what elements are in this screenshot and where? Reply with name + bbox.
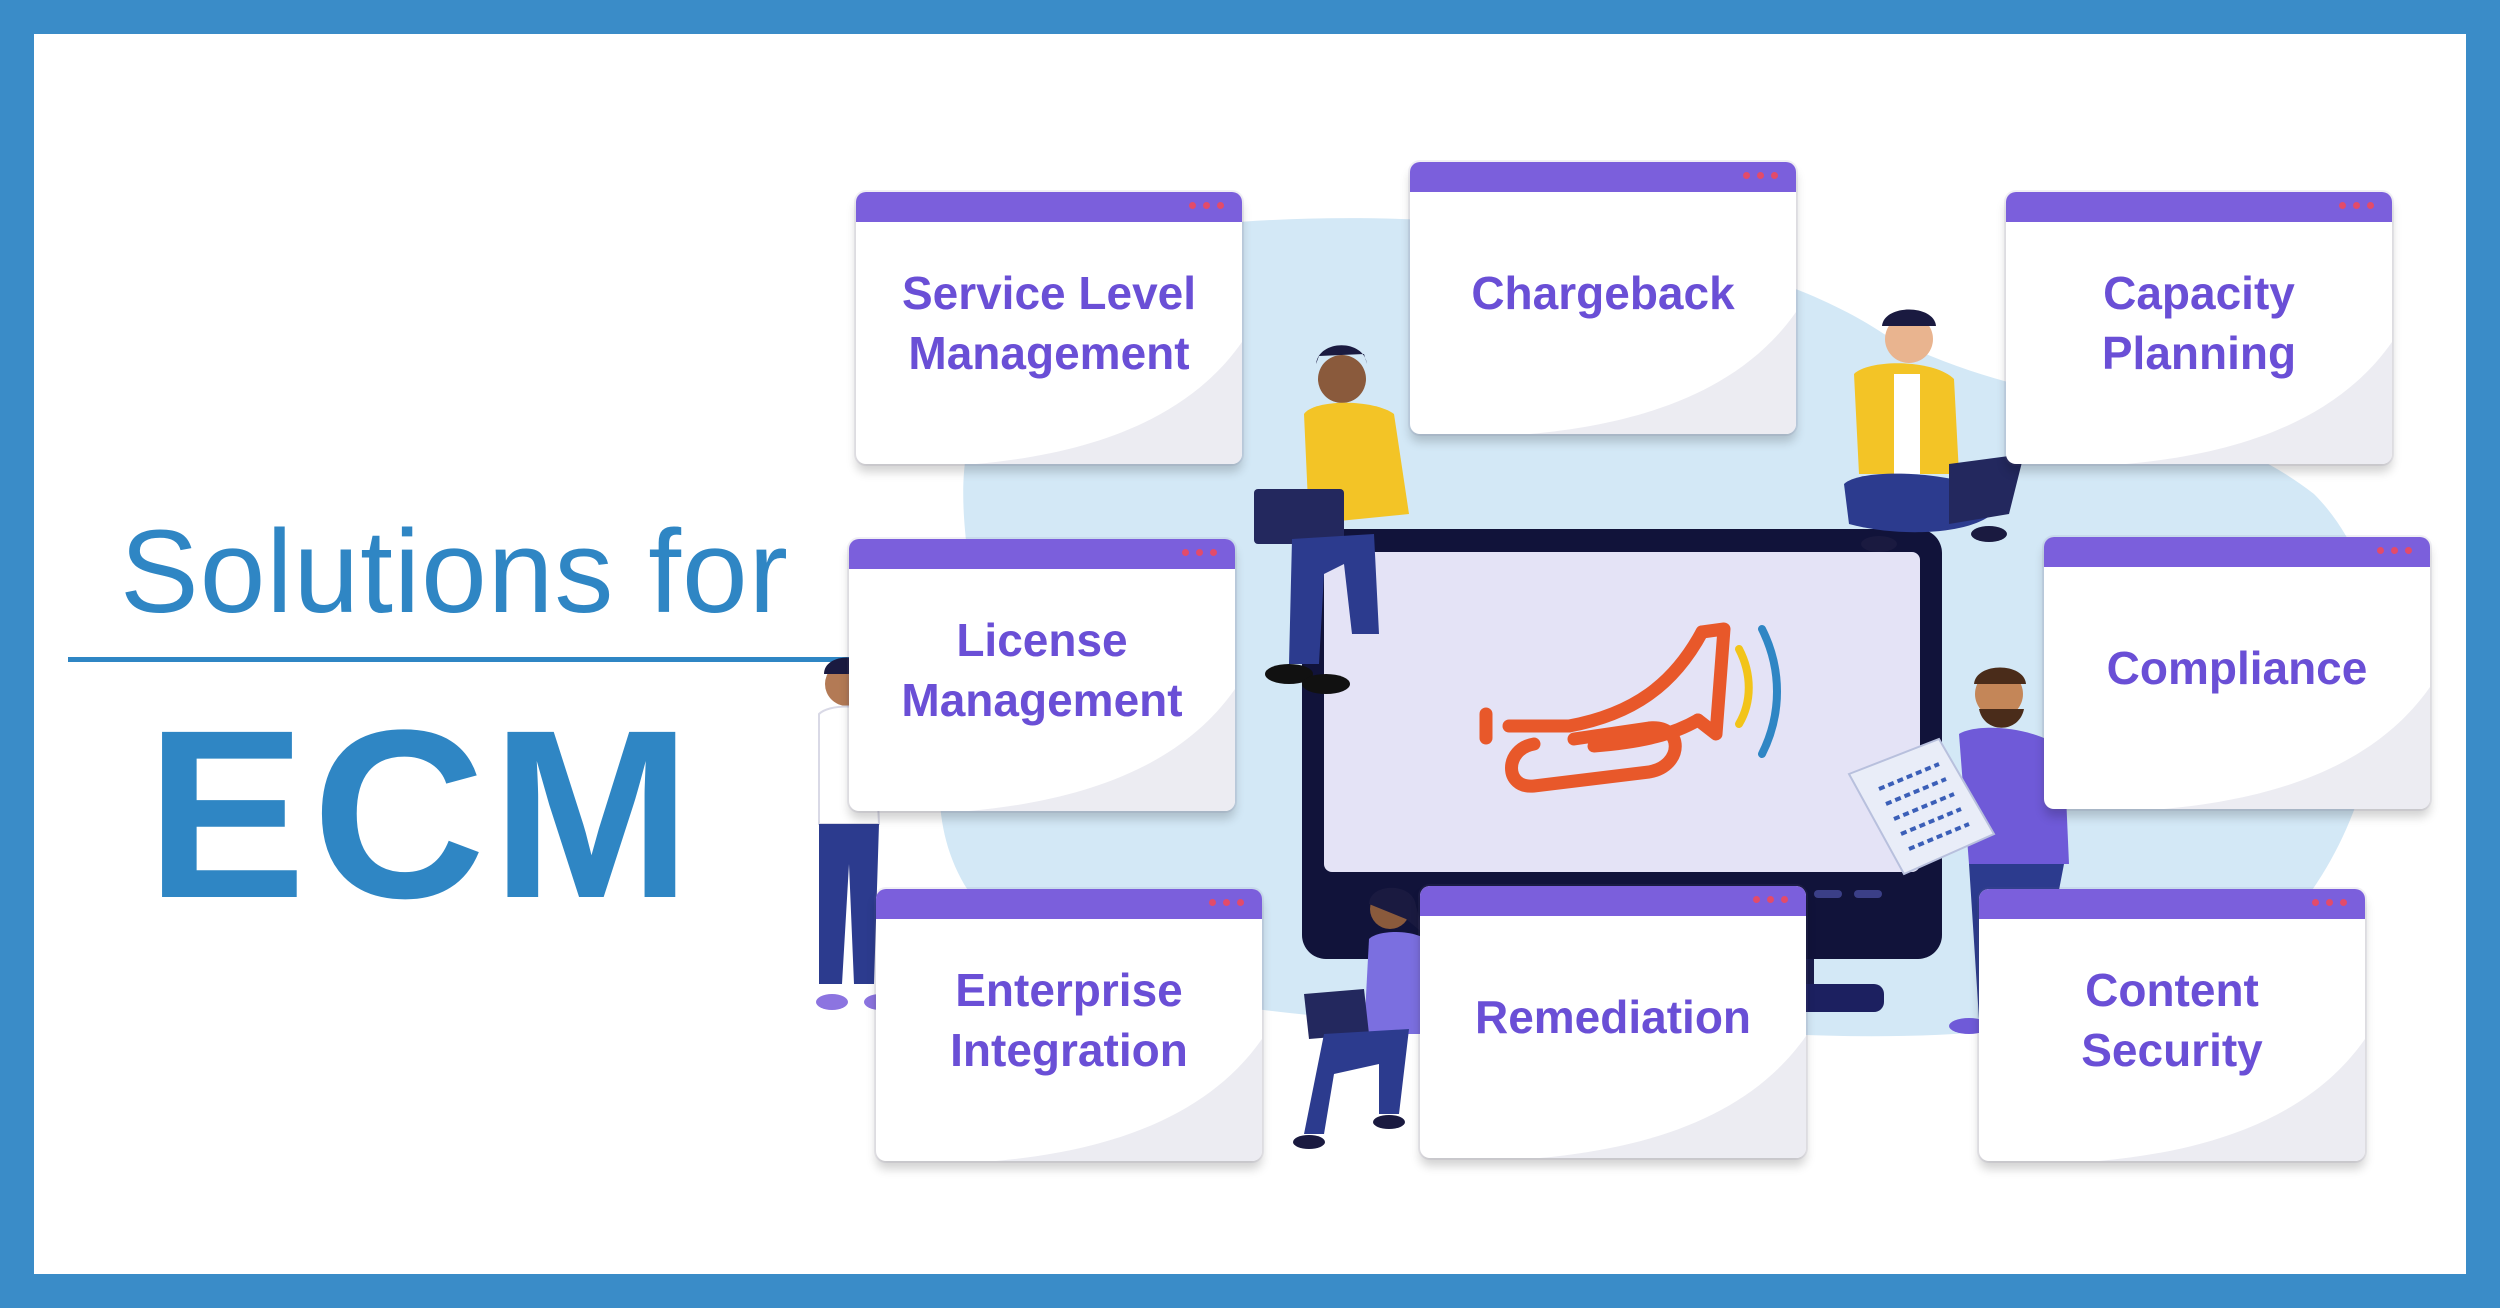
person-crosslegged-laptop [1844, 309, 2024, 552]
card-title-bar [876, 889, 1262, 919]
card-label: Enterprise Integration [950, 964, 1188, 1076]
page-curl-icon [2126, 342, 2392, 464]
card-title-bar [1420, 886, 1806, 916]
card-title-bar [856, 192, 1242, 222]
card-title-bar [1979, 889, 2365, 919]
card-content-security: Content Security [1979, 889, 2365, 1161]
card-compliance: Compliance [2044, 537, 2430, 809]
card-label: Capacity Planning [2101, 267, 2297, 379]
page-curl-icon [976, 342, 1242, 464]
page-curl-icon [1540, 1036, 1806, 1158]
window-dots-icon [2377, 547, 2412, 554]
card-remediation: Remediation [1420, 886, 1806, 1158]
window-dots-icon [1182, 549, 1217, 556]
card-title-bar [2044, 537, 2430, 567]
window-dots-icon [2312, 899, 2347, 906]
page-curl-icon [2164, 687, 2430, 809]
person-sitting-laptop [1254, 345, 1409, 694]
person-sitting-bottom-laptop [1293, 887, 1432, 1149]
window-dots-icon [1753, 896, 1788, 903]
card-title-bar [849, 539, 1235, 569]
card-label: Chargeback [1471, 267, 1735, 319]
page-curl-icon [996, 1039, 1262, 1161]
card-capacity-planning: Capacity Planning [2006, 192, 2392, 464]
window-dots-icon [1743, 172, 1778, 179]
card-label: License Management [901, 614, 1183, 726]
card-service-level-management: Service Level Management [856, 192, 1242, 464]
title-solutions-for: Solutions for [120, 506, 789, 638]
card-chargeback: Chargeback [1410, 162, 1796, 434]
card-label: Content Security [2081, 964, 2263, 1076]
page-curl-icon [969, 689, 1235, 811]
title-ecm: ECM [146, 680, 698, 948]
title-divider [68, 657, 888, 662]
window-dots-icon [2339, 202, 2374, 209]
page-curl-icon [1530, 312, 1796, 434]
card-label: Compliance [2106, 642, 2368, 694]
card-title-bar [2006, 192, 2392, 222]
bugle-icon [1479, 622, 1781, 793]
page-curl-icon [2099, 1039, 2365, 1161]
card-label: Service Level Management [901, 267, 1197, 379]
card-title-bar [1410, 162, 1796, 192]
card-label: Remediation [1474, 991, 1752, 1043]
window-dots-icon [1209, 899, 1244, 906]
window-dots-icon [1189, 202, 1224, 209]
card-license-management: License Management [849, 539, 1235, 811]
card-enterprise-integration: Enterprise Integration [876, 889, 1262, 1161]
